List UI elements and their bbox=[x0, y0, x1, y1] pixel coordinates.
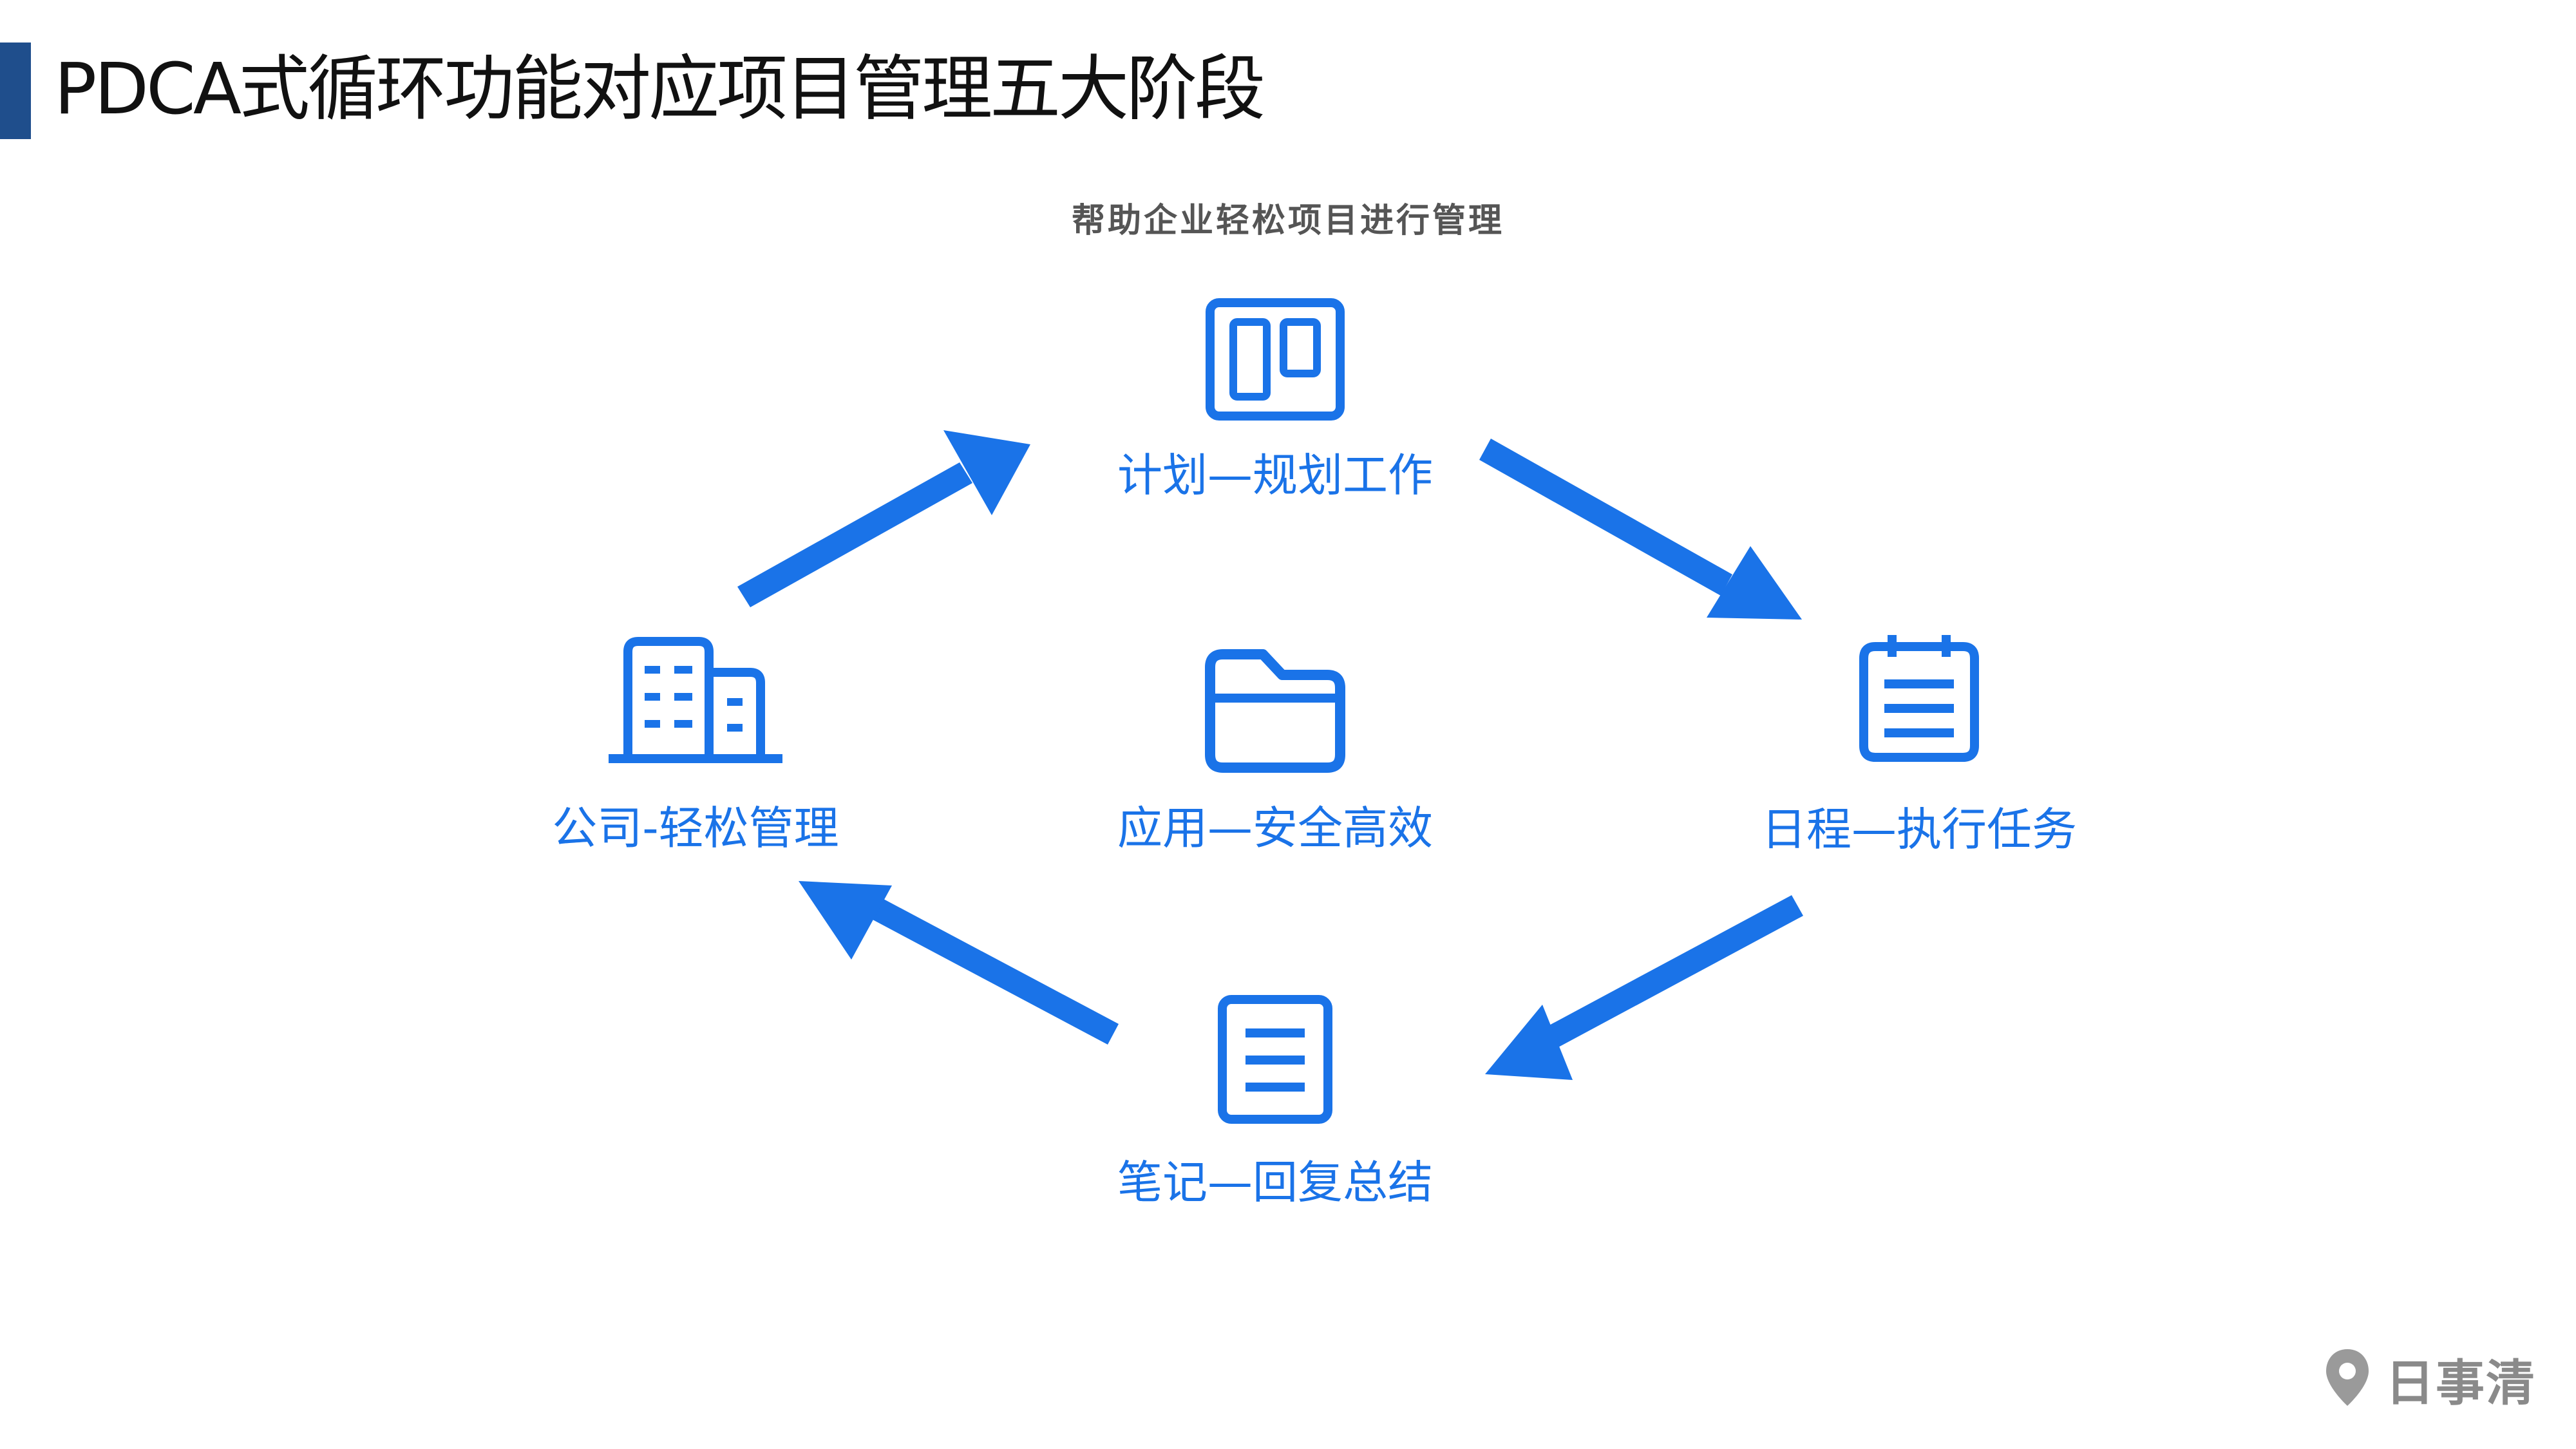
node-notes-label: 笔记—回复总结 bbox=[1117, 1156, 1433, 1209]
diagram-subtitle: 帮助企业轻松项目进行管理 bbox=[1071, 202, 1504, 240]
arrow-company-to-plan bbox=[737, 430, 1030, 607]
kanban-board-icon bbox=[1206, 298, 1345, 421]
location-pin-icon bbox=[2326, 1349, 2369, 1406]
page-title: PDCA式循环功能对应项目管理五大阶段 bbox=[54, 48, 1265, 130]
node-schedule-label: 日程—执行任务 bbox=[1761, 803, 2077, 856]
node-company-label: 公司-轻松管理 bbox=[552, 802, 839, 855]
building-icon bbox=[609, 637, 782, 763]
folder-icon bbox=[1205, 649, 1345, 773]
title-accent-bar bbox=[0, 43, 31, 139]
arrow-plan-to-schedule bbox=[1479, 439, 1802, 620]
calendar-icon bbox=[1859, 635, 1979, 762]
node-schedule: 日程—执行任务 bbox=[1629, 629, 2209, 862]
brand-name: 日事清 bbox=[2385, 1354, 2536, 1412]
node-app-label: 应用—安全高效 bbox=[1117, 802, 1433, 855]
document-icon bbox=[1218, 995, 1332, 1124]
node-plan-label: 计划—规划工作 bbox=[1117, 449, 1433, 502]
brand-watermark: 日事清 bbox=[2322, 1343, 2536, 1414]
node-app: 应用—安全高效 bbox=[985, 641, 1565, 860]
arrow-notes-to-company bbox=[799, 881, 1119, 1045]
node-company: 公司-轻松管理 bbox=[406, 630, 985, 860]
node-notes: 笔记—回复总结 bbox=[985, 992, 1565, 1215]
node-plan: 计划—规划工作 bbox=[985, 295, 1565, 507]
arrow-schedule-to-notes bbox=[1485, 895, 1803, 1080]
